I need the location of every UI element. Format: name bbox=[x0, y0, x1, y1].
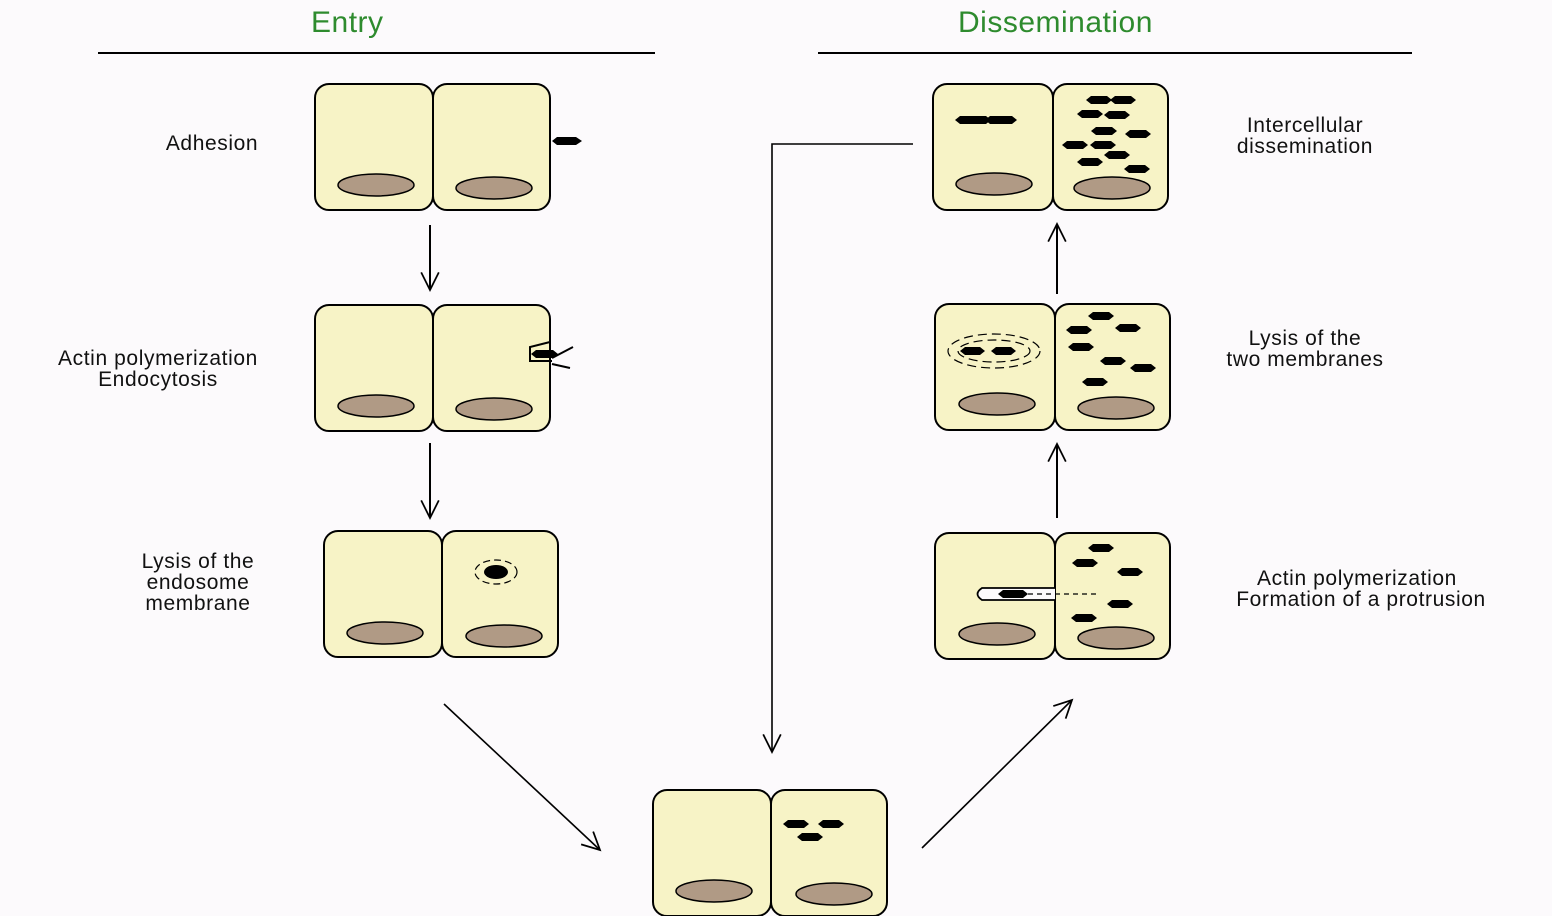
bacterium bbox=[1071, 614, 1097, 622]
endosome-lysis-cell-pair bbox=[323, 530, 559, 658]
nucleus bbox=[675, 879, 753, 903]
nucleus bbox=[1077, 396, 1155, 420]
cytoplasm-replication-cell-pair bbox=[652, 789, 888, 916]
nucleus bbox=[955, 172, 1033, 196]
bacterium bbox=[998, 590, 1028, 598]
label-lysis-two-membranes: Lysis of the two membranes bbox=[1226, 327, 1384, 371]
bacterium bbox=[484, 565, 508, 579]
nucleus bbox=[958, 622, 1036, 646]
bacterium bbox=[783, 820, 809, 828]
bacterium bbox=[1124, 165, 1150, 173]
nucleus bbox=[465, 624, 543, 648]
protrusion-cell-pair bbox=[934, 532, 1171, 660]
bacterium bbox=[1110, 96, 1136, 104]
double-membrane-lysis-cell-pair bbox=[934, 303, 1171, 431]
label-actin-endocytosis: Actin polymerization Endocytosis bbox=[58, 347, 258, 391]
bacterium bbox=[1091, 127, 1117, 135]
nucleus bbox=[1073, 176, 1151, 200]
nucleus bbox=[455, 176, 533, 200]
cell-right bbox=[441, 530, 559, 658]
arrow-dissemination-to-cytoplasm bbox=[762, 143, 913, 754]
bacterium bbox=[531, 350, 558, 358]
bacterium bbox=[985, 116, 1017, 124]
label-actin-protrusion: Actin polymerization Formation of a prot… bbox=[1236, 567, 1486, 611]
nucleus bbox=[1077, 626, 1155, 650]
nucleus bbox=[337, 394, 415, 418]
nucleus bbox=[455, 397, 533, 421]
nucleus bbox=[337, 173, 415, 197]
bacterium bbox=[1062, 141, 1088, 149]
intercellular-spread-cell-pair bbox=[932, 83, 1169, 211]
adhesion-cell-pair bbox=[314, 83, 582, 211]
label-adhesion: Adhesion bbox=[165, 132, 259, 155]
dissemination-heading: Dissemination bbox=[958, 6, 1153, 39]
bacterium bbox=[1088, 312, 1114, 320]
bacterium bbox=[960, 347, 985, 355]
bacterium bbox=[1090, 141, 1116, 149]
label-intercellular-dissemination: Intercellular dissemination bbox=[1236, 114, 1374, 158]
nucleus bbox=[346, 621, 424, 645]
bacterium bbox=[1130, 364, 1156, 372]
bacterium bbox=[1107, 600, 1133, 608]
bacterium bbox=[1104, 111, 1130, 119]
bacterium bbox=[1125, 130, 1151, 138]
bacterium bbox=[1117, 568, 1143, 576]
bacterium bbox=[1100, 357, 1126, 365]
arrow-cytoplasm-to-protrusion bbox=[921, 698, 1074, 849]
cell-right bbox=[432, 304, 551, 432]
bacterium bbox=[1088, 544, 1114, 552]
endocytosis-cell-pair bbox=[314, 304, 574, 432]
nucleus bbox=[958, 392, 1036, 416]
bacterium bbox=[991, 347, 1016, 355]
membrane-cup bbox=[529, 341, 574, 369]
endosome-membrane bbox=[474, 559, 518, 585]
bacterium bbox=[1104, 151, 1130, 159]
bacterium bbox=[1077, 110, 1103, 118]
label-lysis-endosome: Lysis of the endosome membrane bbox=[141, 550, 255, 615]
bacterium bbox=[552, 137, 582, 145]
bacterium bbox=[1077, 158, 1103, 166]
nucleus bbox=[795, 882, 873, 906]
bacterium bbox=[1072, 559, 1098, 567]
cell-right bbox=[432, 83, 551, 211]
bacterium bbox=[1066, 326, 1092, 334]
bacterium bbox=[1086, 96, 1112, 104]
bacterium bbox=[797, 833, 823, 841]
cell-right bbox=[1054, 303, 1171, 431]
bacterium bbox=[818, 820, 844, 828]
inner-vacuole-membrane bbox=[957, 339, 1031, 363]
arrow-lysis-to-cytoplasm bbox=[443, 703, 602, 852]
bacterium bbox=[955, 116, 991, 124]
outer-vacuole-membrane bbox=[947, 333, 1041, 369]
bacterium bbox=[1082, 378, 1108, 386]
bacterium bbox=[1115, 324, 1141, 332]
entry-heading: Entry bbox=[311, 6, 384, 39]
bacterium bbox=[1068, 343, 1094, 351]
